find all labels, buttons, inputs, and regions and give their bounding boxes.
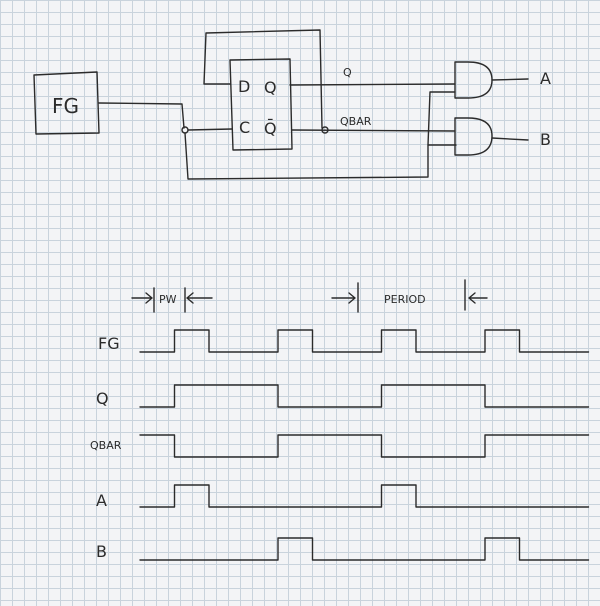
- qbar-wire: [291, 129, 456, 132]
- pw-label: PW: [159, 293, 177, 306]
- and-gate-b: [454, 117, 493, 156]
- waveform-b: [139, 537, 590, 561]
- function-generator-box: [33, 71, 100, 135]
- q-wire-label: Q: [343, 66, 352, 79]
- period-label: PERIOD: [384, 293, 426, 306]
- waveform-a: [139, 484, 590, 508]
- fg-to-gate-wire: [184, 132, 457, 180]
- fg-to-gate-a-wire: [427, 91, 456, 146]
- flip-flop-qbar-pin: Q̄: [264, 119, 277, 138]
- output-b-label: B: [540, 130, 551, 149]
- period-arrow-right: [468, 292, 488, 304]
- q-wire: [289, 83, 456, 86]
- fg-output-wire: [98, 102, 185, 129]
- timing-diagram: PW PERIOD FG Q QBAR A B: [90, 279, 590, 561]
- signal-label-a: A: [96, 491, 107, 510]
- flip-flop-clk-pin: C: [239, 118, 250, 137]
- pw-arrow-right: [186, 292, 213, 304]
- flip-flop-d-pin: D: [238, 77, 250, 96]
- waveform-q: [139, 384, 590, 408]
- waveforms: [139, 329, 590, 561]
- qbar-wire-label: QBAR: [340, 115, 372, 128]
- junction-dot-clock: [181, 126, 189, 134]
- gate-b-output-wire: [491, 137, 529, 141]
- function-generator-label: FG: [52, 94, 79, 118]
- circuit-schematic: FG D Q C Q̄ Q QBAR A B: [33, 29, 551, 180]
- pw-arrow-left: [131, 292, 153, 304]
- signal-label-qbar: QBAR: [90, 439, 122, 452]
- waveform-qbar: [139, 434, 590, 458]
- period-arrow-left: [331, 292, 356, 304]
- waveform-fg: [139, 329, 590, 353]
- feedback-wire: [203, 29, 323, 129]
- signal-label-q: Q: [96, 389, 109, 408]
- gate-a-output-wire: [491, 78, 529, 81]
- flip-flop-q-pin: Q: [264, 78, 277, 97]
- signal-label-fg: FG: [98, 334, 120, 353]
- flip-flop-box: [229, 58, 293, 151]
- output-a-label: A: [540, 69, 551, 88]
- clock-wire: [187, 128, 233, 131]
- signal-label-b: B: [96, 542, 107, 561]
- and-gate-a: [454, 61, 493, 99]
